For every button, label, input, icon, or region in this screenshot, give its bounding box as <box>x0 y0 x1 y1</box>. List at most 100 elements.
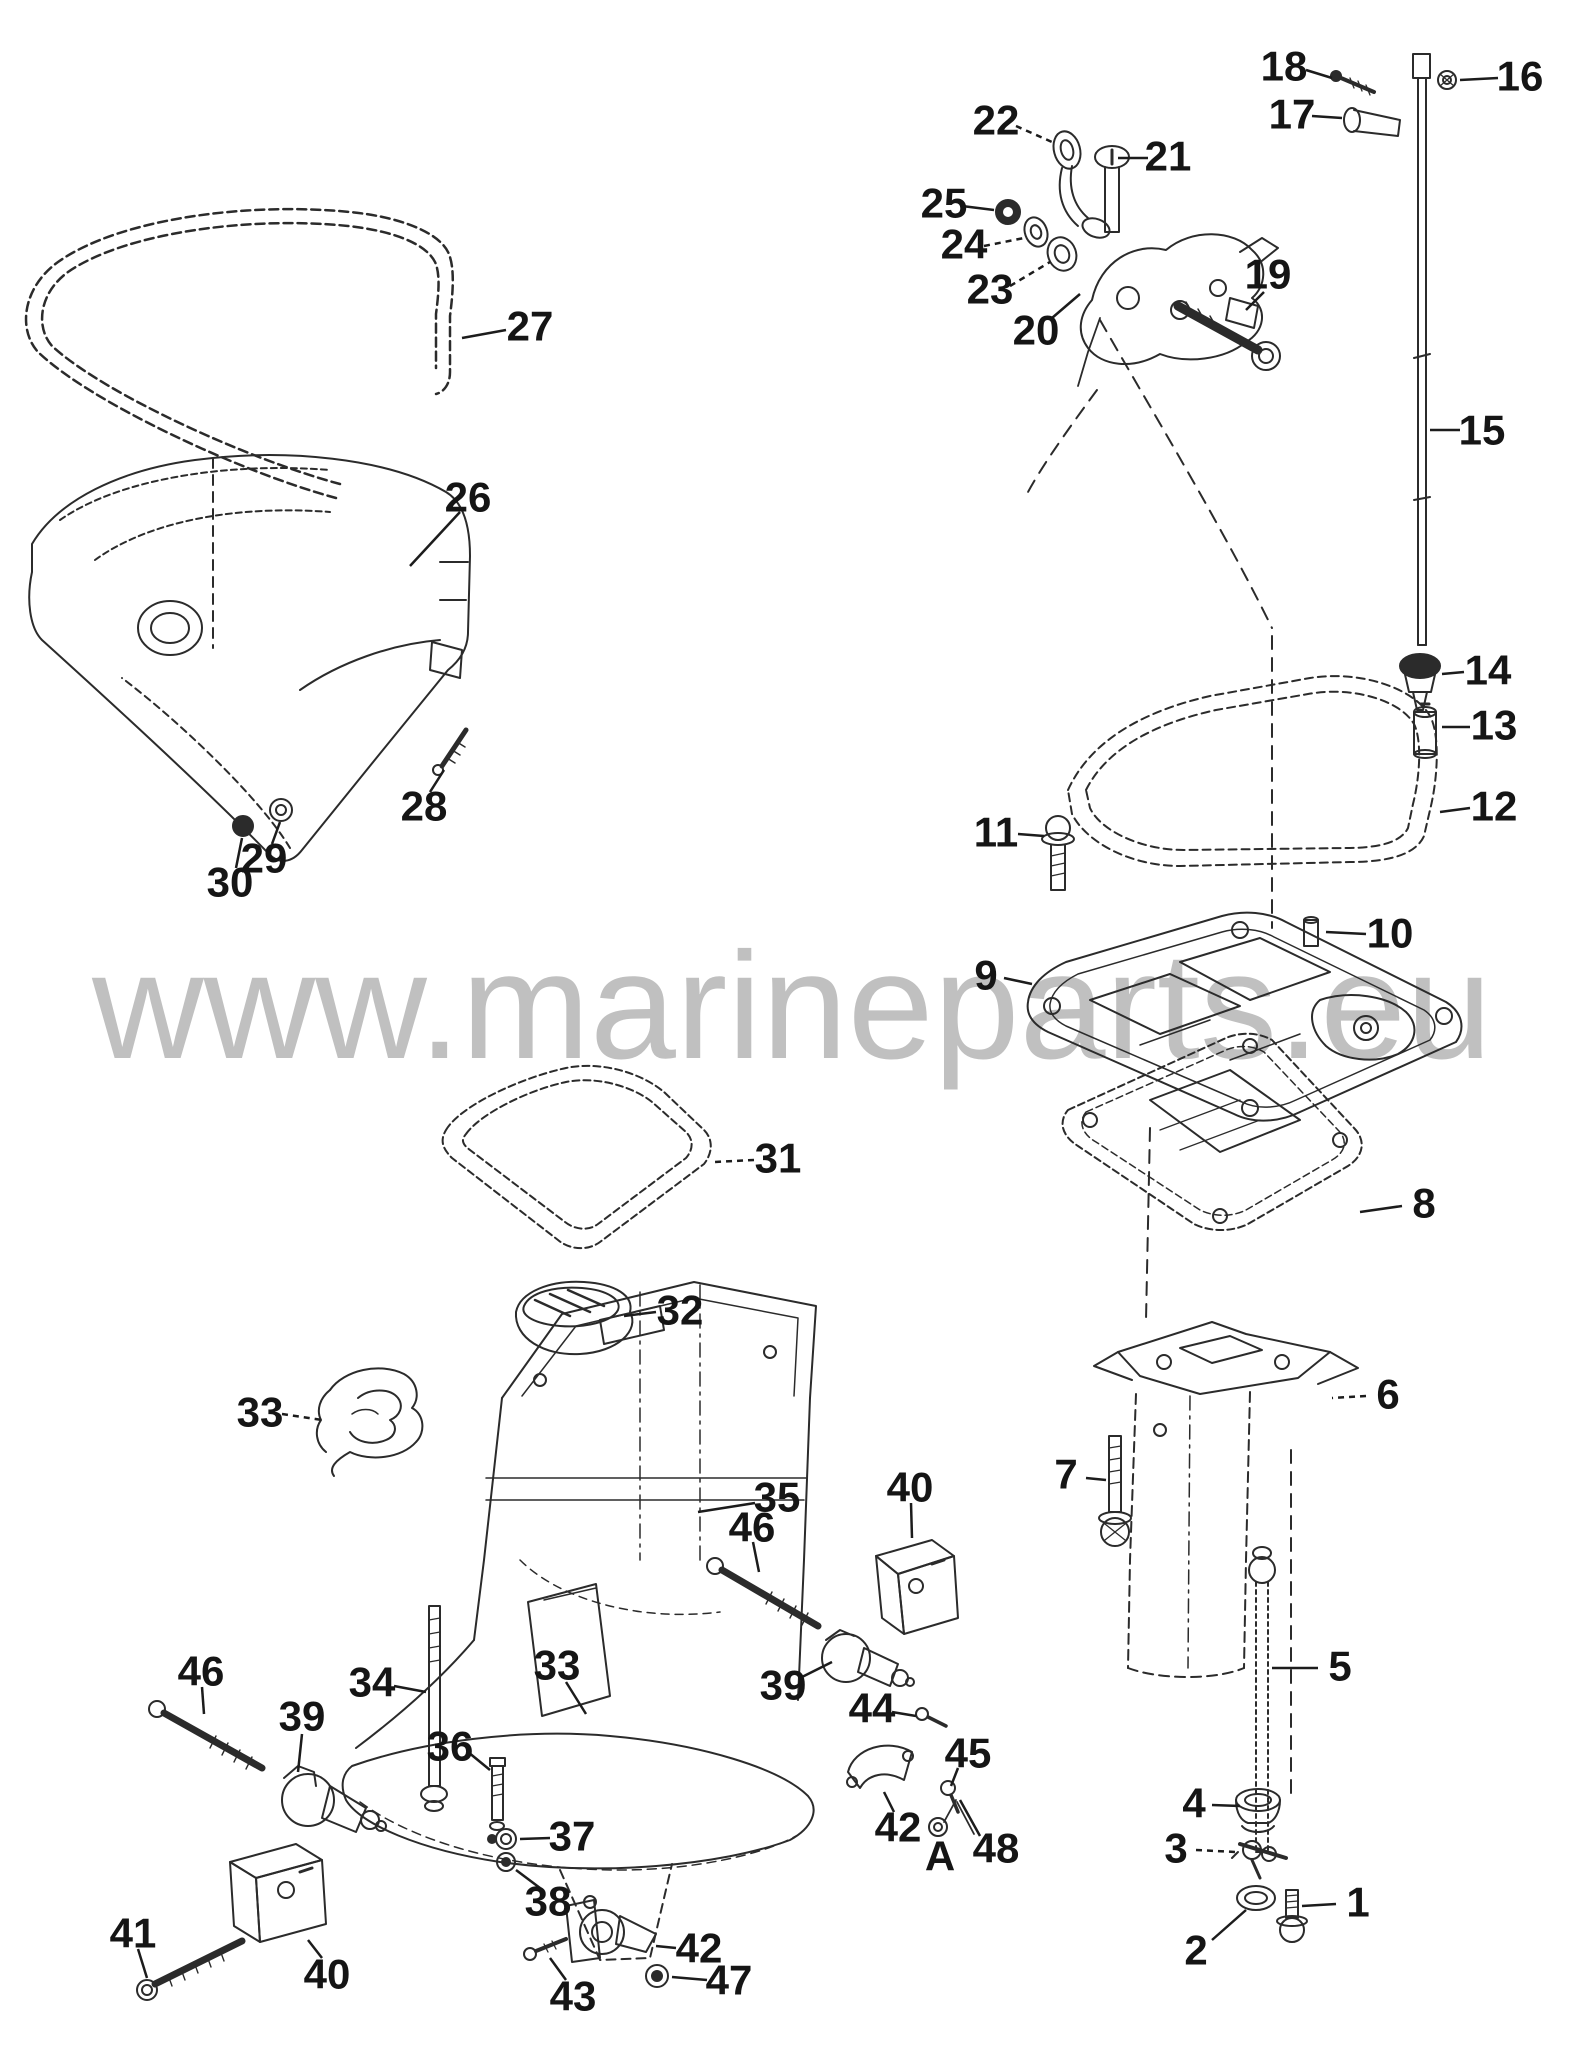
part-27-seal <box>24 207 455 500</box>
callout-11: 11 <box>974 809 1018 856</box>
callout-19: 19 <box>1245 251 1292 298</box>
callout-7: 7 <box>1054 1451 1077 1498</box>
leader-line-20 <box>1051 293 1081 319</box>
part-43-screw <box>523 1937 568 1961</box>
callout-34: 34 <box>349 1659 396 1706</box>
callout-40: 40 <box>887 1464 934 1511</box>
callout-33: 33 <box>237 1389 284 1436</box>
leader-line-29 <box>270 821 282 845</box>
callout-32: 32 <box>657 1287 704 1334</box>
watermark: www.marineparts.eu <box>91 921 1492 1091</box>
callout-17: 17 <box>1269 91 1316 138</box>
part-25-nut <box>995 199 1021 225</box>
assembly-centerlines <box>1027 319 1292 1797</box>
leader-line-39 <box>799 1660 833 1680</box>
callout-48: 48 <box>973 1825 1020 1872</box>
part-46-bolt-right <box>706 1557 822 1630</box>
leader-line-8 <box>1359 1204 1403 1214</box>
part-16-nut <box>1437 70 1457 90</box>
part-41-bolt <box>136 1937 246 2001</box>
leader-line-18 <box>1305 68 1333 80</box>
leader-line-11 <box>1017 832 1045 838</box>
callout-43: 43 <box>550 1973 597 2020</box>
callout-20: 20 <box>1013 307 1060 354</box>
part-15-dipstick <box>1412 53 1431 646</box>
part-44-screw <box>915 1707 948 1728</box>
leader-line-42 <box>655 1944 677 1950</box>
callout-46: 46 <box>178 1648 225 1695</box>
callout-layer: 1234567891011121314151617181920212223242… <box>110 43 1544 2020</box>
leader-line-39 <box>296 1733 304 1773</box>
part-8-gasket <box>1061 1032 1363 1231</box>
part-12-gasket <box>1067 675 1438 867</box>
part-2-seal-ring <box>1236 1885 1276 1911</box>
leader-line-38 <box>515 1869 541 1889</box>
callout-8: 8 <box>1412 1180 1435 1227</box>
leader-line-2 <box>1211 1909 1247 1941</box>
leader-line-10 <box>1325 930 1367 936</box>
part-7-bolt <box>1098 1435 1132 1547</box>
diagram-line-art <box>24 53 1463 2001</box>
leader-line-43 <box>548 1957 568 1981</box>
part-38-washer <box>496 1852 516 1872</box>
callout-40: 40 <box>304 1951 351 1998</box>
part-39-sensor-left <box>281 1765 387 1833</box>
leader-line-32 <box>623 1310 657 1318</box>
callout-12: 12 <box>1471 783 1518 830</box>
part-13-bushing <box>1413 702 1437 759</box>
callout-14: 14 <box>1465 647 1512 694</box>
leader-line-33 <box>564 1681 588 1715</box>
callout-35: 35 <box>754 1474 801 1521</box>
leader-line-42 <box>882 1791 896 1813</box>
part-23-washer <box>1046 236 1078 272</box>
leader-line-27 <box>461 328 507 340</box>
leader-line-35 <box>697 1501 756 1514</box>
part-35-driveshaft-housing <box>341 1281 817 1961</box>
leader-line-37 <box>519 1836 551 1841</box>
leader-line-28 <box>428 769 446 793</box>
leader-line-25 <box>961 204 995 212</box>
leader-line-23 <box>1009 260 1051 288</box>
leader-line-30 <box>234 837 244 869</box>
callout-22: 22 <box>973 97 1020 144</box>
leader-line-44 <box>891 1710 917 1718</box>
leader-line-1 <box>1301 1902 1337 1908</box>
part-4-cap <box>1235 1788 1281 1833</box>
part-39-sensor-right <box>821 1629 915 1687</box>
callout-39: 39 <box>279 1693 326 1740</box>
part-22-link <box>1052 130 1111 239</box>
callout-1: 1 <box>1346 1879 1369 1926</box>
callout-26: 26 <box>445 474 492 521</box>
leader-line-40 <box>307 1939 323 1959</box>
part-33-clamp <box>315 1367 424 1477</box>
part-40-anode-left <box>229 1843 327 1943</box>
leader-line-16 <box>1459 76 1499 82</box>
part-19-bolt <box>1173 301 1281 371</box>
callout-42: 42 <box>676 1925 723 1972</box>
leader-line-33 <box>281 1412 323 1422</box>
callout-47: 47 <box>706 1957 753 2004</box>
callout-45: 45 <box>945 1730 992 1777</box>
leader-line-14 <box>1441 670 1465 676</box>
leader-line-7 <box>1085 1476 1107 1482</box>
callout-27: 27 <box>507 303 554 350</box>
leader-line-6 <box>1331 1394 1367 1400</box>
leader-line-19 <box>1245 291 1265 311</box>
leader-line-45 <box>949 1767 960 1787</box>
callout-36: 36 <box>427 1723 474 1770</box>
callout-18: 18 <box>1261 43 1308 90</box>
part-34-stud <box>420 1605 448 1812</box>
leader-line-12 <box>1439 806 1471 814</box>
part-6-exhaust-adaptor <box>1093 1321 1359 1678</box>
part-47-nut <box>645 1964 669 1988</box>
callout-10: 10 <box>1367 910 1414 957</box>
part-11-bolt <box>1041 815 1075 891</box>
leader-line-9 <box>1003 976 1033 986</box>
callout-46: 46 <box>729 1504 776 1551</box>
part-20-oil-pump-body <box>1077 233 1279 387</box>
leader-line-26 <box>409 511 461 567</box>
callout-30: 30 <box>207 859 254 906</box>
callout-23: 23 <box>967 266 1014 313</box>
